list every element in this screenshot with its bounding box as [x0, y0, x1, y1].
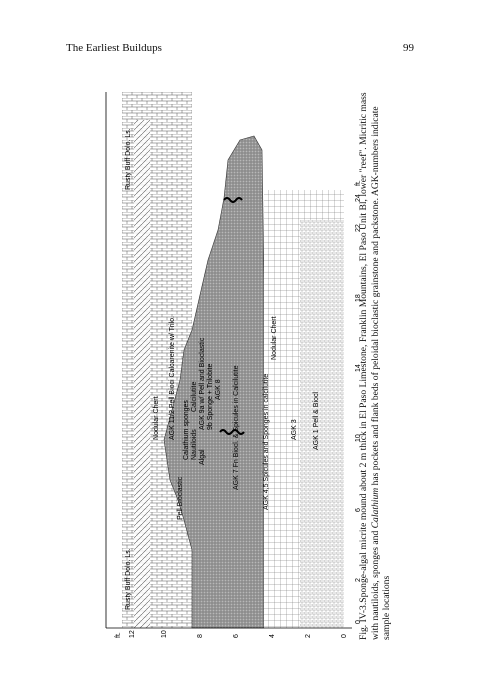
- figure-caption-area: Fig. IV-3.Sponge-algal micrite mound abo…: [358, 80, 418, 640]
- height-tick-label: 6: [233, 634, 240, 638]
- mound-body: [163, 135, 265, 629]
- algal-label: Algal: [199, 449, 206, 465]
- length-tick-label: 24: [355, 194, 362, 202]
- upper-dolomite-layer: [122, 92, 192, 628]
- agk1-label: AGK 1 Pell & Biocl: [313, 392, 320, 450]
- rusty-left-label: Rusty Buff Dolo. Ls.: [125, 548, 132, 610]
- agk8-label: AGK 8: [215, 379, 222, 400]
- mound-cross-section-figure: 0 2 4 6 8 10 12 ft. 0 2 6 10 14 18 22 24…: [100, 80, 362, 640]
- height-tick-label: 4: [269, 634, 276, 638]
- caption-label: Fig. IV-3.: [358, 602, 369, 640]
- height-tick-label: 0: [341, 634, 348, 638]
- figure-caption: Fig. IV-3.Sponge-algal micrite mound abo…: [358, 80, 418, 640]
- agk9a-label: AGK 9a w/ Pell and Bioclastic: [199, 337, 206, 430]
- hatched-bed: [134, 120, 150, 628]
- agk9b-label: 9b Sponge + Trilobite: [207, 364, 214, 430]
- running-head: The Earliest Buildups 99: [66, 40, 414, 56]
- length-tick-label: 6: [355, 508, 362, 512]
- agk45-label: AGK 4,5 Spicules and Sponges in calcilut…: [263, 374, 270, 510]
- height-tick-label: 2: [305, 634, 312, 638]
- length-tick-label: 18: [355, 294, 362, 302]
- nodular-chert-top-label: Nodular Chert: [153, 396, 160, 440]
- calathium-label: Calathium sponges: [183, 400, 190, 460]
- nautiloids-label: Nautiloids: [191, 429, 198, 460]
- length-tick-label: 22: [355, 224, 362, 232]
- height-tick-label: 12: [129, 630, 136, 638]
- length-tick-label: 10: [355, 434, 362, 442]
- caption-italic-term: Calathium: [369, 487, 381, 529]
- basal-bedding-layer: [300, 220, 344, 628]
- height-tick-label: 8: [197, 634, 204, 638]
- agk3-label: AGK 3: [291, 419, 298, 440]
- length-unit-label: ft.: [355, 180, 362, 186]
- running-head-title: The Earliest Buildups: [66, 42, 162, 54]
- rusty-right-label: Rusty Buff Dolo. Ls.: [125, 128, 132, 190]
- height-unit-label: ft.: [115, 632, 122, 638]
- nodular-chert-mark: [219, 429, 245, 435]
- height-tick-label: 10: [161, 630, 168, 638]
- nodular-chert-mark: [223, 197, 243, 203]
- agk11-label: AGK 11/2 Pell Bioci Calcarenite w/ Trilo…: [169, 316, 176, 440]
- length-tick-label: 0: [355, 620, 362, 624]
- page-number: 99: [403, 42, 414, 54]
- cross-section-drawing: 0 2 4 6 8 10 12 ft. 0 2 6 10 14 18 22 24…: [105, 92, 362, 638]
- nodular-chert-right-label: Nodular Chert: [271, 316, 278, 360]
- calcilutite-label: Calcilutite: [191, 382, 198, 412]
- agk7-label: AGK 7 Fn Biocl. & Spicules in Calcilutit…: [233, 365, 240, 490]
- length-tick-label: 2: [355, 578, 362, 582]
- pell-bioclastic-label: Pell Bioclastic: [177, 476, 184, 520]
- length-tick-label: 14: [355, 364, 362, 372]
